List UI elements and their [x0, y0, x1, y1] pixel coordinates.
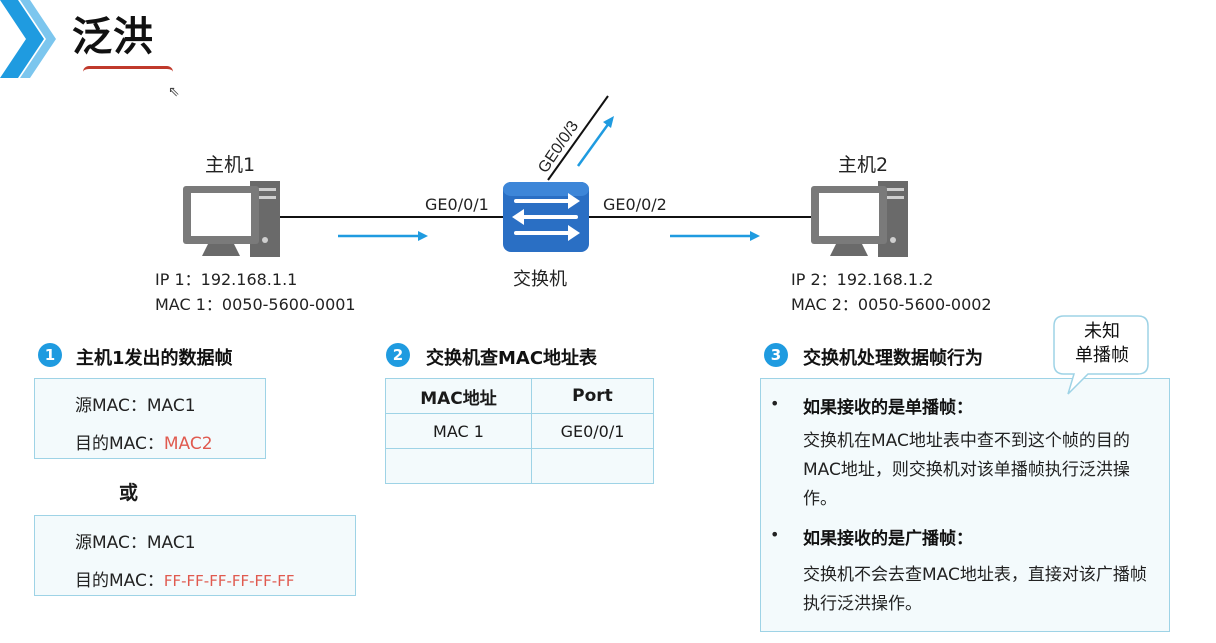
table-row: [385, 448, 655, 484]
table-cell-mac: [385, 448, 532, 484]
bullet-2: •: [770, 525, 780, 544]
page-title: 泛洪: [72, 14, 154, 60]
host2-mac: MAC 2：0050-5600-0002: [791, 295, 992, 314]
bullet-1: •: [770, 394, 780, 413]
table-row: MAC 1 GE0/0/1: [385, 413, 655, 449]
arrow-switch-to-ge003: [576, 116, 614, 167]
host2-computer-icon: [811, 181, 908, 257]
host1-name: 主机1: [205, 154, 256, 176]
arrow-host1-to-switch: [338, 231, 428, 241]
link-switch-ge003: [547, 95, 609, 181]
host1-ip: IP 1：192.168.1.1: [155, 270, 298, 289]
frame-broadcast-src: 源MAC：MAC1: [75, 533, 196, 553]
callout-line1: 未知: [1084, 321, 1120, 342]
title-underline: [83, 66, 173, 75]
port-label-ge003: GE0/0/3: [535, 118, 582, 176]
step3-title: 交换机处理数据帧行为: [803, 348, 983, 369]
switch-label: 交换机: [513, 269, 567, 290]
rule-broadcast-heading: 如果接收的是广播帧：: [803, 529, 973, 549]
table-cell-mac: MAC 1: [385, 413, 532, 449]
callout-bubble-icon: [1053, 315, 1149, 395]
port-label-ge002: GE0/0/2: [603, 195, 667, 214]
frame-broadcast-dst: 目的MAC：FF-FF-FF-FF-FF-FF: [75, 566, 294, 591]
rule-broadcast-body: 交换机不会去查MAC地址表，直接对该广播帧执行泛洪操作。: [803, 565, 1147, 614]
frame-unicast-dst-label: 目的MAC：: [75, 434, 164, 454]
host2-name: 主机2: [838, 154, 889, 176]
arrow-switch-to-host2: [670, 231, 760, 241]
or-label: 或: [119, 482, 139, 504]
frame-unicast-box: 源MAC：MAC1 目的MAC：MAC2: [34, 378, 266, 459]
column-header-mac: MAC地址: [385, 378, 532, 414]
table-header-row: MAC地址 Port: [385, 378, 655, 414]
network-diagram: GE0/0/3: [183, 95, 908, 257]
frame-unicast-src: 源MAC：MAC1: [75, 396, 196, 416]
frame-broadcast-dst-value: FF-FF-FF-FF-FF-FF: [163, 572, 295, 590]
frame-unicast-dst: 目的MAC：MAC2: [75, 429, 213, 454]
frame-broadcast-box: 源MAC：MAC1 目的MAC：FF-FF-FF-FF-FF-FF: [34, 515, 356, 596]
callout-text: 未知 单播帧: [1060, 320, 1144, 368]
step2-title: 交换机查MAC地址表: [426, 348, 598, 369]
frame-unicast-dst-value: MAC2: [163, 434, 213, 454]
port-label-ge001: GE0/0/1: [425, 195, 489, 214]
frame-broadcast-dst-label: 目的MAC：: [75, 571, 164, 591]
switch-icon: [503, 182, 589, 252]
host2-ip: IP 2：192.168.1.2: [791, 270, 934, 289]
rule-unicast-body: 交换机在MAC地址表中查不到这个帧的目的MAC地址，则交换机对该单播帧执行泛洪操…: [803, 431, 1130, 509]
column-header-port: Port: [530, 378, 655, 414]
step1-title: 主机1发出的数据帧: [76, 348, 233, 369]
host1-computer-icon: [183, 181, 280, 257]
step3-badge: 3: [764, 343, 788, 367]
behavior-box: [760, 378, 1170, 632]
step1-badge: 1: [38, 343, 62, 367]
mac-address-table: MAC地址 Port MAC 1 GE0/0/1: [385, 378, 655, 484]
step2-badge: 2: [386, 343, 410, 367]
callout-line2: 单播帧: [1075, 345, 1129, 366]
mouse-cursor-icon: ⇖: [168, 84, 180, 100]
table-cell-port: GE0/0/1: [530, 413, 655, 449]
table-cell-port: [530, 448, 655, 484]
rule-unicast-heading: 如果接收的是单播帧：: [803, 398, 973, 418]
title-chevron-icon: [0, 0, 56, 78]
host1-mac: MAC 1：0050-5600-0001: [155, 295, 356, 314]
